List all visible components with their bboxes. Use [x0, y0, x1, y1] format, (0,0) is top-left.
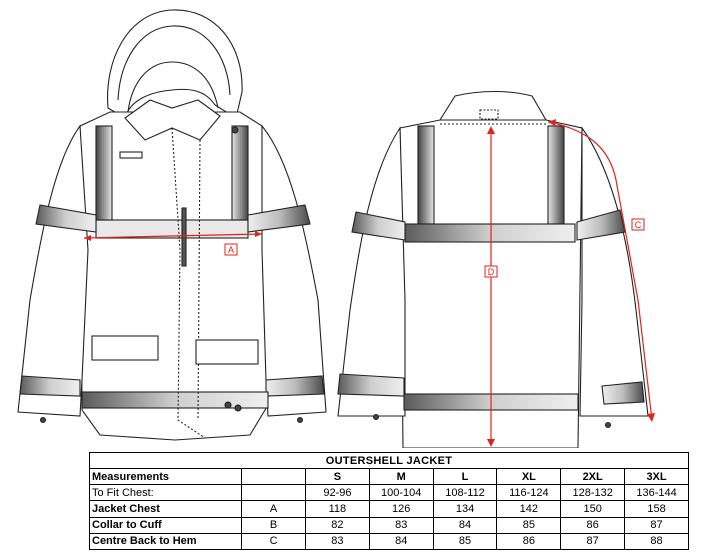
header-measurements: Measurements: [88, 468, 243, 486]
row-value: 88: [624, 532, 689, 551]
row-label: Collar to Cuff: [88, 516, 243, 534]
row-value: 84: [368, 532, 434, 551]
front-hood: [107, 9, 243, 119]
row-label: To Fit Chest:: [88, 484, 243, 502]
row-value: 84: [432, 516, 498, 534]
row-code: C: [241, 532, 306, 551]
row-code: A: [241, 500, 306, 518]
row-value: 92-96: [305, 484, 370, 502]
table-row: Collar to Cuff B 82 83 84 85 86 87: [88, 516, 689, 534]
row-code: B: [241, 516, 306, 534]
back-collar: [439, 91, 547, 121]
row-value: 142: [496, 500, 562, 518]
row-value: 150: [560, 500, 626, 518]
row-value: 136-144: [624, 484, 689, 502]
table-row: To Fit Chest: 92-96 100-104 108-112 116-…: [88, 484, 689, 502]
row-value: 158: [624, 500, 689, 518]
measure-d-label: D: [488, 267, 495, 277]
header-size: M: [368, 468, 434, 486]
row-value: 83: [305, 532, 370, 551]
row-value: 82: [305, 516, 370, 534]
table-header-row: Measurements S M L XL 2XL 3XL: [88, 468, 689, 486]
header-size: L: [432, 468, 498, 486]
row-value: 128-132: [560, 484, 626, 502]
row-value: 85: [432, 532, 498, 551]
header-size: 3XL: [624, 468, 689, 486]
measure-a: A: [83, 231, 263, 256]
size-chart-table: OUTERSHELL JACKET Measurements S M L XL …: [88, 451, 689, 551]
header-size: 2XL: [560, 468, 626, 486]
front-left-sleeve: [17, 124, 89, 417]
measure-c: C: [547, 119, 655, 422]
table-title: OUTERSHELL JACKET: [89, 451, 689, 470]
table-row: Centre Back to Hem C 83 84 85 86 87 88: [88, 532, 689, 551]
row-value: 86: [560, 516, 626, 534]
table-title-row: OUTERSHELL JACKET: [89, 451, 689, 470]
measure-c-label: C: [635, 220, 642, 230]
front-right-sleeve: [261, 124, 327, 417]
row-value: 108-112: [432, 484, 498, 502]
measure-d: D: [484, 126, 498, 447]
table-row: Jacket Chest A 118 126 134 142 150 158: [88, 500, 689, 518]
back-left-sleeve: [337, 126, 406, 417]
measure-a-label: A: [228, 245, 234, 255]
row-code: [241, 484, 306, 502]
back-view: [337, 91, 649, 448]
row-value: 134: [432, 500, 498, 518]
row-value: 118: [305, 500, 370, 518]
row-value: 126: [368, 500, 434, 518]
row-label: Centre Back to Hem: [88, 532, 243, 551]
header-code: [241, 468, 306, 486]
row-value: 100-104: [368, 484, 434, 502]
row-value: 86: [496, 532, 562, 551]
header-size: XL: [496, 468, 562, 486]
row-label: Jacket Chest: [88, 500, 243, 518]
front-view: [17, 9, 327, 441]
row-value: 87: [560, 532, 626, 551]
back-right-sleeve: [579, 126, 649, 417]
header-size: S: [305, 468, 370, 486]
row-value: 87: [624, 516, 689, 534]
row-value: 116-124: [496, 484, 562, 502]
row-value: 83: [368, 516, 434, 534]
jacket-illustration: A D: [17, 9, 655, 448]
row-value: 85: [496, 516, 562, 534]
